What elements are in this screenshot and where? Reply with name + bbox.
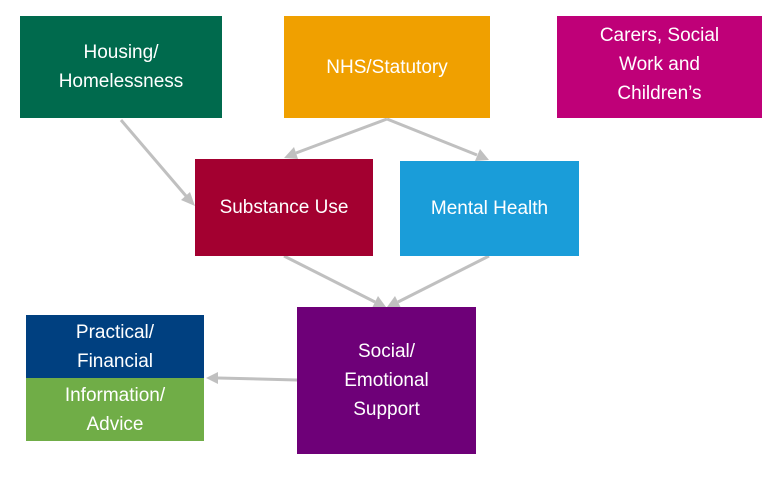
node-practical-label: Practical/ Financial <box>75 321 155 372</box>
edge-social-practical-info <box>206 372 298 384</box>
edge-nhs-substance <box>284 117 388 159</box>
node-social-label: Social/ Emotional Support <box>344 341 429 420</box>
node-substance-label: Substance Use <box>219 197 349 218</box>
node-mental-health: Mental Health <box>400 161 579 256</box>
node-housing-label: Housing/ Homelessness <box>58 42 184 92</box>
edge-mental-social <box>387 254 490 308</box>
node-information-advice: Information/ Advice <box>26 378 204 441</box>
edge-substance-social <box>283 254 386 308</box>
node-carers: Carers, Social Work and Children’s <box>557 16 762 118</box>
node-substance-use: Substance Use <box>195 159 373 256</box>
node-social-emotional-support: Social/ Emotional Support <box>297 307 476 454</box>
node-carers-label: Carers, Social Work and Children’s <box>599 24 720 104</box>
node-mental-label: Mental Health <box>430 198 549 219</box>
node-nhs-statutory: NHS/Statutory <box>284 16 490 118</box>
node-practical-financial: Practical/ Financial <box>26 315 204 378</box>
edge-housing-substance <box>119 119 195 206</box>
node-nhs-label: NHS/Statutory <box>326 56 448 78</box>
edge-nhs-mental <box>386 117 489 161</box>
node-info-label: Information/ Advice <box>64 384 166 435</box>
node-housing: Housing/ Homelessness <box>20 16 222 118</box>
